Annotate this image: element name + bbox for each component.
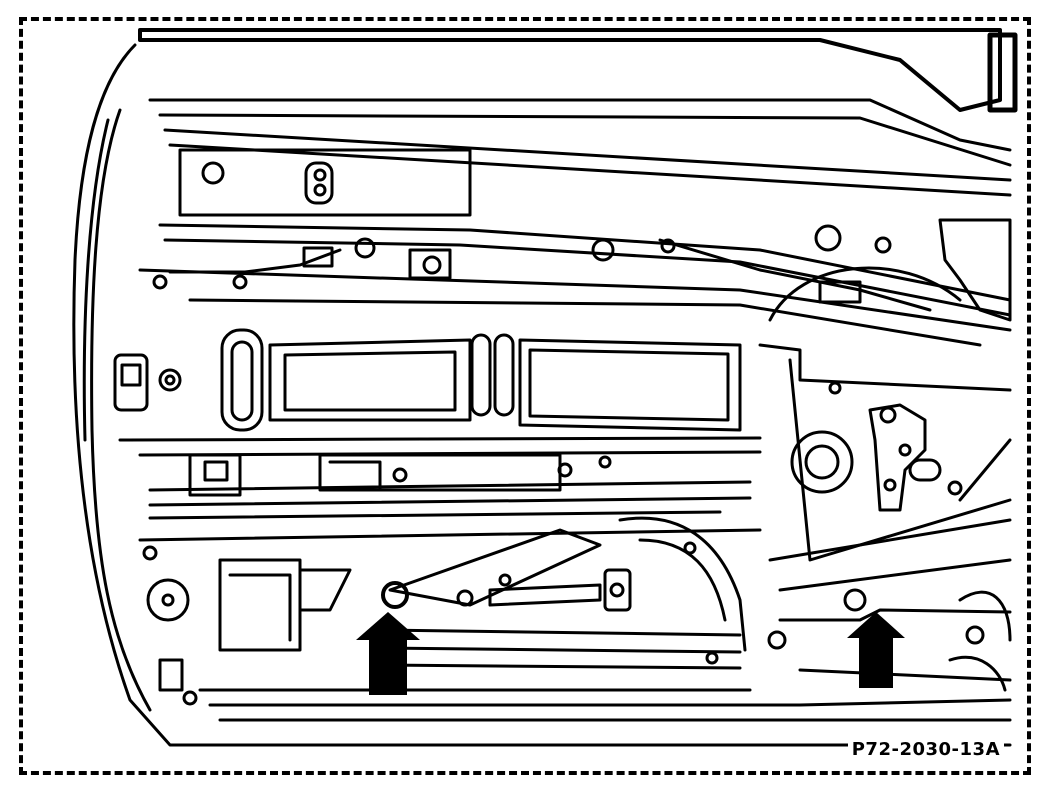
lower-left-assembly bbox=[144, 547, 1010, 720]
upper-mounting-plate bbox=[180, 150, 470, 215]
upper-linkage bbox=[154, 220, 1010, 320]
arrow-left bbox=[356, 612, 420, 695]
figure-reference-code: P72-2030-13A bbox=[847, 739, 1004, 760]
callout-arrows bbox=[356, 612, 905, 695]
arrow-right bbox=[847, 612, 905, 688]
door-outer-shell bbox=[74, 30, 1015, 745]
right-latch-assembly bbox=[760, 345, 1010, 690]
lock-module bbox=[190, 455, 610, 495]
middle-access-openings bbox=[115, 330, 740, 430]
dashed-figure-border bbox=[19, 17, 1031, 775]
upper-window-rail bbox=[140, 100, 1010, 345]
window-regulator bbox=[380, 518, 745, 668]
